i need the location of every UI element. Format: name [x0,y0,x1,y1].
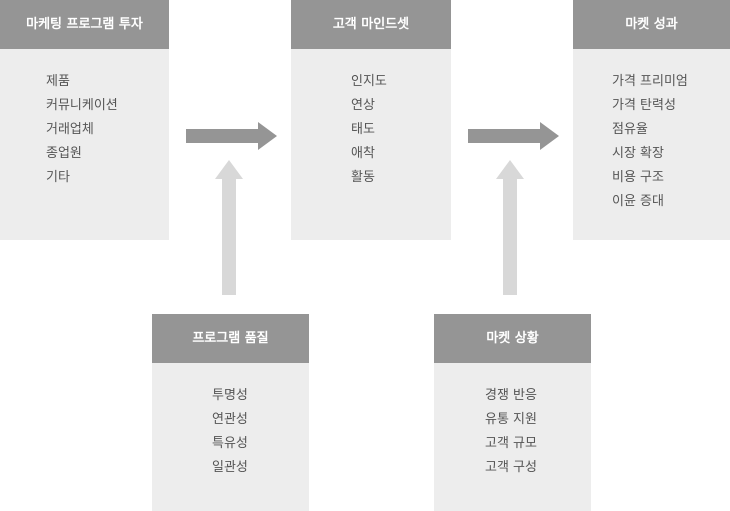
list-item: 유통 지원 [485,412,537,427]
arrow-up-icon [496,160,524,295]
list-item: 이윤 증대 [612,194,664,209]
list-item: 비용 구조 [612,170,664,185]
program-quality-title: 프로그램 품질 [152,314,309,363]
list-item: 커뮤니케이션 [46,98,118,113]
market-conditions-title: 마켓 상황 [434,314,591,363]
customer-mindset-list: 인지도 연상 태도 애착 활동 [351,70,387,190]
market-conditions-list: 경쟁 반응 유통 지원 고객 규모 고객 구성 [485,384,537,480]
list-item: 투명성 [212,388,248,403]
list-item: 고객 규모 [485,436,537,451]
arrow-right-icon [468,122,559,150]
list-item: 활동 [351,170,375,185]
arrow-up-icon [215,160,243,295]
program-quality-list: 투명성 연관성 특유성 일관성 [212,384,248,480]
list-item: 연상 [351,98,375,113]
list-item: 기타 [46,170,70,185]
list-item: 경쟁 반응 [485,388,537,403]
list-item: 특유성 [212,436,248,451]
marketing-investment-box: 마케팅 프로그램 투자 제품 커뮤니케이션 거래업체 종업원 기타 [0,0,169,240]
list-item: 거래업체 [46,122,94,137]
arrow-right-icon [186,122,277,150]
list-item: 점유율 [612,122,648,137]
list-item: 시장 확장 [612,146,664,161]
market-performance-list: 가격 프리미엄 가격 탄력성 점유율 시장 확장 비용 구조 이윤 증대 [612,70,688,214]
list-item: 가격 탄력성 [612,98,676,113]
program-quality-box: 프로그램 품질 투명성 연관성 특유성 일관성 [152,314,309,511]
customer-mindset-title: 고객 마인드셋 [291,0,451,49]
list-item: 태도 [351,122,375,137]
list-item: 연관성 [212,412,248,427]
list-item: 일관성 [212,460,248,475]
marketing-investment-title: 마케팅 프로그램 투자 [0,0,169,49]
marketing-investment-list: 제품 커뮤니케이션 거래업체 종업원 기타 [46,70,118,190]
list-item: 고객 구성 [485,460,537,475]
customer-mindset-box: 고객 마인드셋 인지도 연상 태도 애착 활동 [291,0,451,240]
market-performance-title: 마켓 성과 [573,0,730,49]
market-conditions-box: 마켓 상황 경쟁 반응 유통 지원 고객 규모 고객 구성 [434,314,591,511]
list-item: 제품 [46,74,70,89]
list-item: 애착 [351,146,375,161]
list-item: 가격 프리미엄 [612,74,688,89]
list-item: 종업원 [46,146,82,161]
list-item: 인지도 [351,74,387,89]
market-performance-box: 마켓 성과 가격 프리미엄 가격 탄력성 점유율 시장 확장 비용 구조 이윤 … [573,0,730,240]
